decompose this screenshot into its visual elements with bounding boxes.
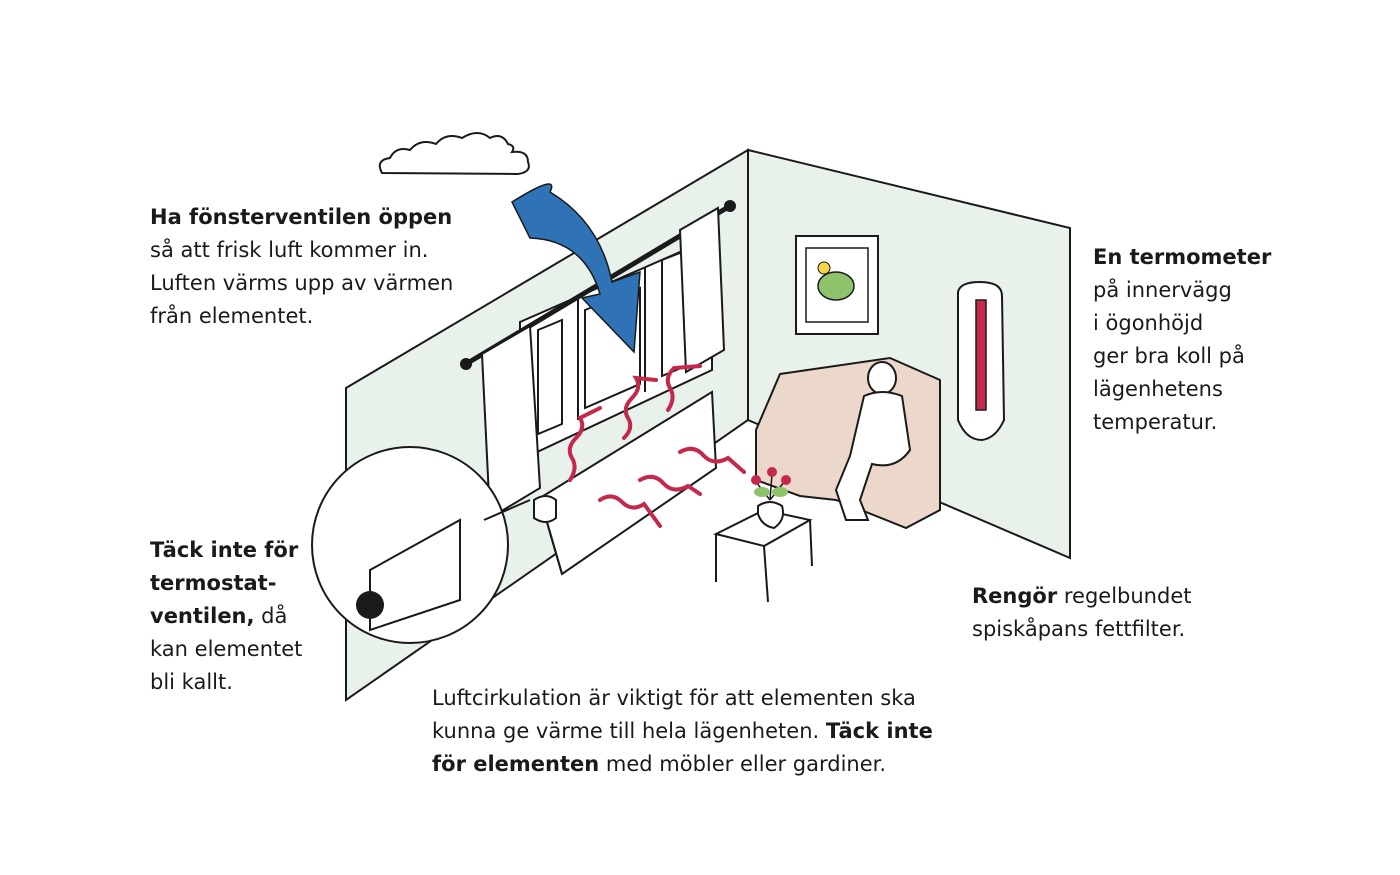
window-vent-line-3: Luften värms upp av värmen xyxy=(150,271,454,295)
valve-heading-3: ventilen, xyxy=(150,604,255,628)
thermometer-note: En termometer på innervägg i ögonhöjd ge… xyxy=(1093,241,1271,439)
clean-line-1-rest: regelbundet xyxy=(1057,584,1192,608)
valve-heading-1: Täck inte för xyxy=(150,538,299,562)
curtain-right xyxy=(678,206,726,374)
thermometer-line-2: på innervägg xyxy=(1093,278,1232,302)
air-circulation-note: Luftcirkulation är viktigt för att eleme… xyxy=(432,682,933,781)
clean-line-2: spiskåpans fettfilter. xyxy=(972,617,1186,641)
window-vent-note: Ha fönsterventilen öppen så att frisk lu… xyxy=(150,201,453,333)
thermometer-line-5: lägenhetens xyxy=(1093,377,1223,401)
thermometer-heading: En termometer xyxy=(1093,245,1272,269)
window-vent-line-2: så att frisk luft kommer in. xyxy=(150,238,429,262)
person xyxy=(834,361,912,521)
flower-vase xyxy=(757,501,784,530)
circulation-line-2-plain: kunna ge värme till hela lägenheten. xyxy=(432,719,826,743)
circulation-line-1: Luftcirkulation är viktigt för att eleme… xyxy=(432,686,916,710)
valve-line-5: bli kallt. xyxy=(150,670,233,694)
thermometer-line-4: ger bra koll på xyxy=(1093,344,1245,368)
circulation-line-3-bold: för elementen xyxy=(432,752,600,776)
circulation-line-3-rest: med möbler eller gardiner. xyxy=(599,752,887,776)
window-vent-heading: Ha fönsterventilen öppen xyxy=(150,205,453,229)
valve-line-3-rest: då xyxy=(254,604,288,628)
valve-line-4: kan elementet xyxy=(150,637,303,661)
flowers xyxy=(751,467,791,501)
window-vent-line-4: från elementet. xyxy=(150,304,314,328)
curtain-left xyxy=(480,324,542,520)
valve-knob xyxy=(356,591,384,619)
thermometer-line-6: temperatur. xyxy=(1093,410,1218,434)
thermometer-line-3: i ögonhöjd xyxy=(1093,311,1204,335)
cloud-icon xyxy=(378,132,530,176)
valve-heading-2: termostat- xyxy=(150,571,277,595)
clean-heading: Rengör xyxy=(972,584,1058,608)
airflow-arrow-icon xyxy=(511,183,641,354)
thermostat-valve-note: Täck inte för termostat- ventilen, då ka… xyxy=(150,534,302,699)
clean-filter-note: Rengör regelbundet spiskåpans fettfilter… xyxy=(972,580,1191,646)
circulation-line-2-bold: Täck inte xyxy=(825,719,933,743)
thermometer-icon xyxy=(957,280,1006,442)
heat-wave-icon xyxy=(567,364,746,528)
thermostat-valve xyxy=(533,495,557,523)
